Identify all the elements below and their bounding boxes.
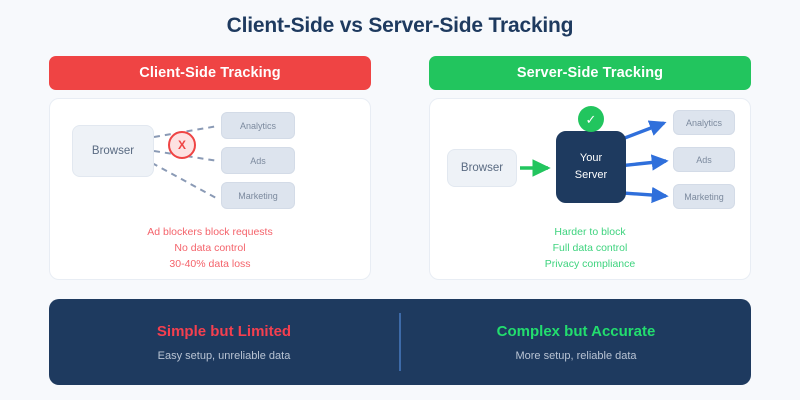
your-server-node: Your Server — [556, 131, 626, 203]
browser-node-label: Browser — [460, 162, 504, 174]
summary-banner: Simple but Limited Easy setup, unreliabl… — [49, 299, 751, 385]
summary-divider — [399, 313, 401, 371]
destination-marketing: Marketing — [673, 184, 735, 209]
client-note-1: Ad blockers block requests — [147, 226, 273, 238]
wire-to-marketing — [151, 162, 219, 200]
browser-node: Browser — [72, 125, 154, 177]
summary-right-title: Complex but Accurate — [496, 322, 656, 340]
destination-ads-label: Ads — [696, 154, 712, 165]
client-side-column: Client-Side Tracking Browser X Analytics… — [49, 56, 371, 280]
server-side-diagram-panel: Browser Your Server ✓ Analytics Ads Mark… — [429, 98, 751, 280]
client-note-3: 30-40% data loss — [169, 257, 251, 270]
browser-node-label: Browser — [91, 145, 135, 157]
destination-marketing: Marketing — [221, 182, 295, 209]
summary-left-subtitle: Easy setup, unreliable data — [157, 349, 291, 362]
summary-right-subtitle: More setup, reliable data — [515, 349, 637, 362]
client-side-wires — [151, 125, 219, 200]
destination-analytics: Analytics — [673, 110, 735, 135]
destination-analytics-label: Analytics — [685, 117, 722, 128]
check-glyph: ✓ — [585, 111, 597, 127]
destination-ads: Ads — [221, 147, 295, 174]
destination-analytics: Analytics — [221, 112, 295, 139]
summary-left: Simple but Limited Easy setup, unreliabl… — [49, 323, 399, 362]
browser-node: Browser — [447, 149, 517, 187]
server-note-1: Harder to block — [554, 226, 626, 238]
client-note-2: No data control — [174, 241, 246, 254]
server-side-column: Server-Side Tracking Browser Your — [429, 56, 751, 280]
server-note-3: Privacy compliance — [544, 257, 636, 270]
client-side-header-pill: Client-Side Tracking — [49, 56, 371, 90]
destination-analytics-label: Analytics — [239, 120, 276, 131]
client-side-diagram-panel: Browser X Analytics Ads Marketing Ad blo… — [49, 98, 371, 280]
check-circle-icon: ✓ — [578, 106, 604, 132]
blocked-x-glyph: X — [177, 138, 186, 152]
server-note-2: Full data control — [552, 241, 628, 254]
client-side-notes: Ad blockers block requests No data contr… — [50, 225, 370, 273]
summary-right: Complex but Accurate More setup, reliabl… — [401, 323, 751, 362]
destination-ads-label: Ads — [250, 155, 266, 166]
summary-left-title: Simple but Limited — [156, 322, 292, 340]
your-server-label-line1: Your — [579, 151, 603, 164]
destination-marketing-label: Marketing — [684, 191, 724, 202]
your-server-label-line2: Server — [574, 169, 608, 181]
server-side-header-pill: Server-Side Tracking — [429, 56, 751, 90]
page-title: Client-Side vs Server-Side Tracking — [226, 14, 574, 37]
destination-ads: Ads — [673, 147, 735, 172]
server-side-notes: Harder to block Full data control Privac… — [430, 225, 750, 273]
blocked-x-icon: X — [168, 131, 196, 159]
destination-marketing-label: Marketing — [238, 190, 278, 201]
